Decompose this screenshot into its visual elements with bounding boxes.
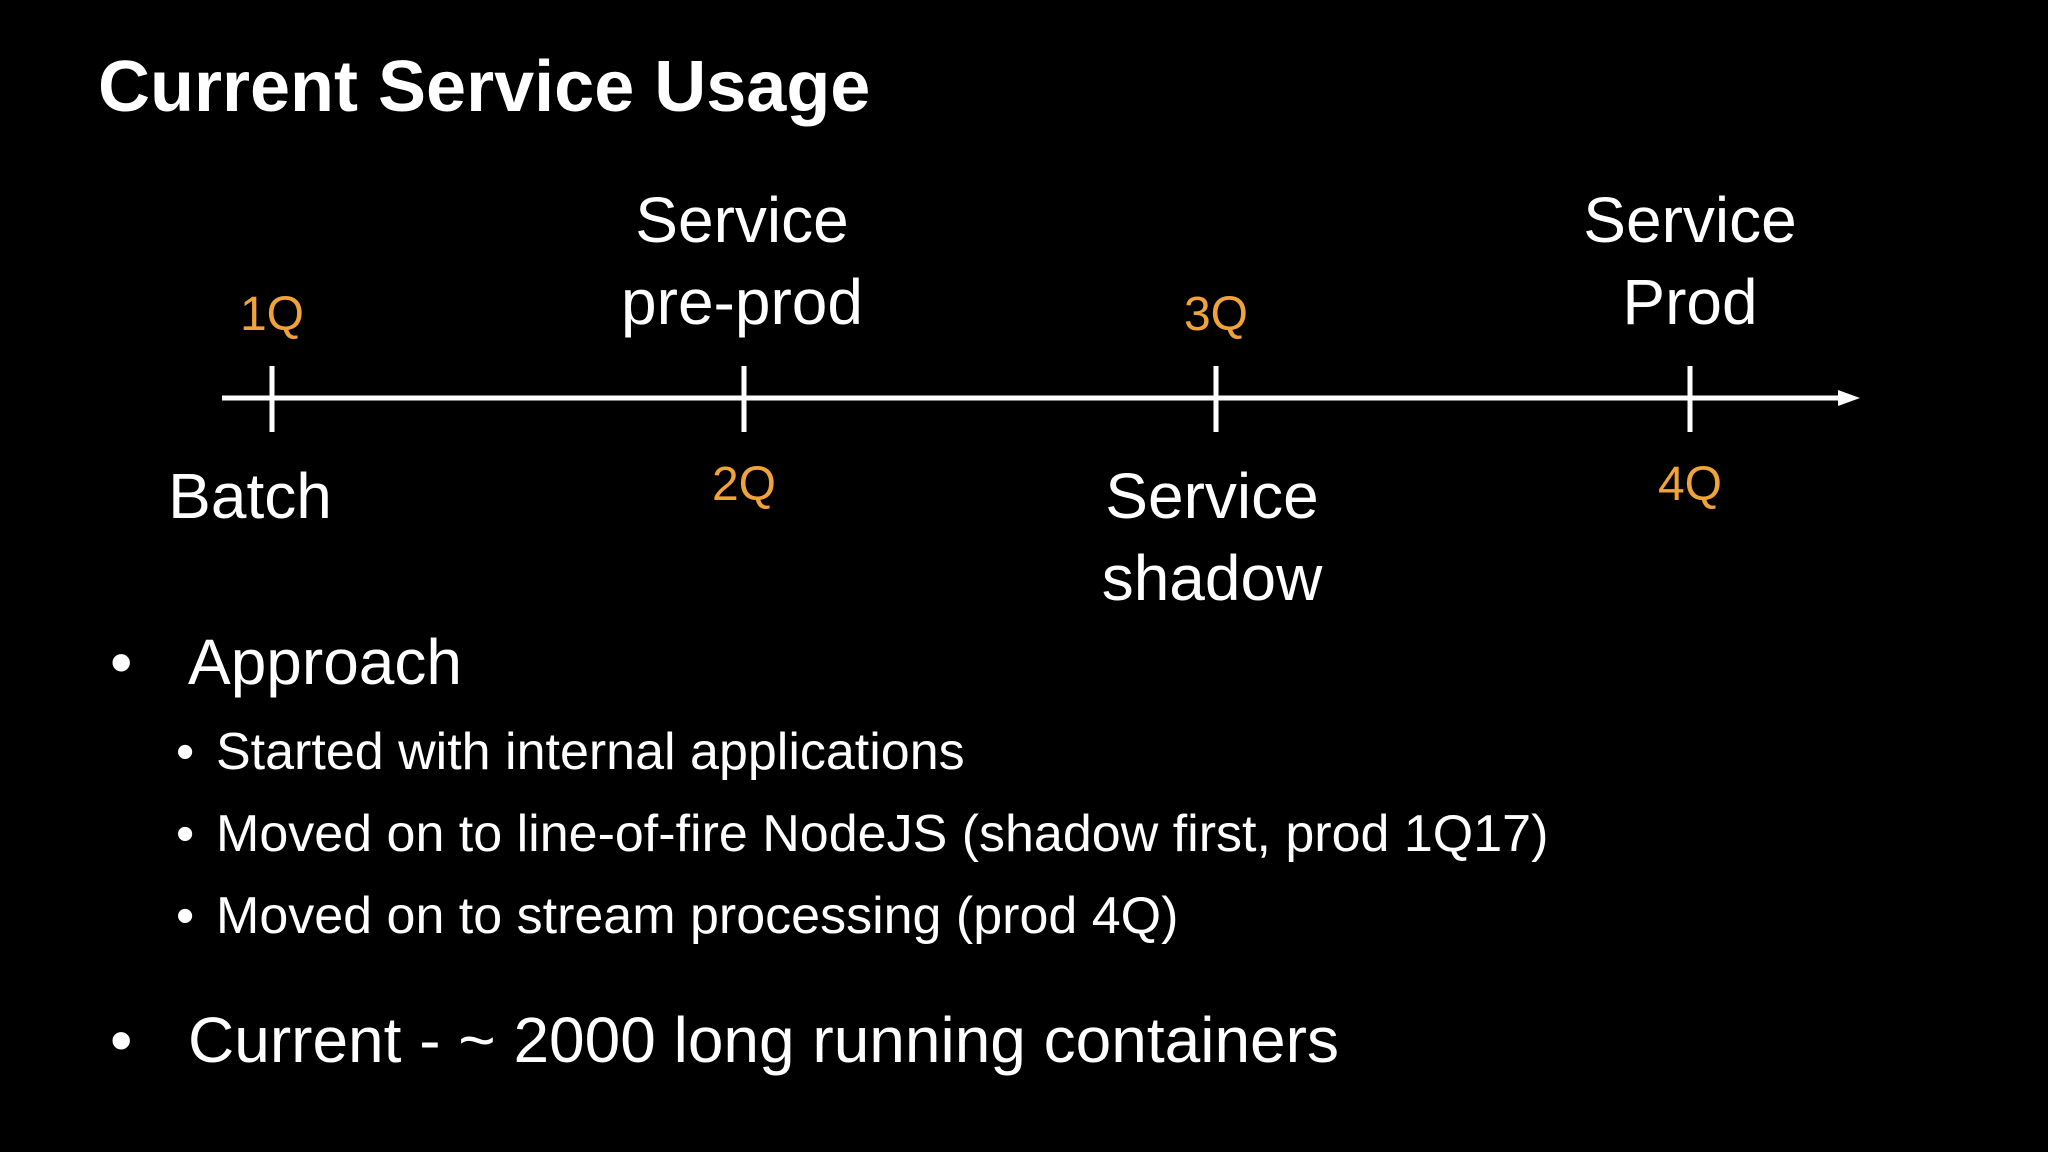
timeline-quarter-label: 4Q	[1658, 458, 1722, 511]
slide-title: Current Service Usage	[98, 47, 871, 127]
timeline-milestone-label: Service	[1105, 460, 1318, 532]
timeline-quarter-label: 1Q	[240, 288, 304, 341]
timeline-milestone-label: Prod	[1622, 266, 1757, 338]
timeline-milestone-label: shadow	[1102, 542, 1323, 614]
bullet-dot: •	[176, 887, 195, 945]
timeline-milestone-label: Service	[1583, 184, 1796, 256]
bullet-dot: •	[176, 723, 195, 781]
timeline-milestone-label: Batch	[168, 460, 332, 532]
timeline-arrowhead	[1838, 390, 1860, 406]
bullet-dot: •	[110, 626, 133, 698]
bullet-dot: •	[110, 1004, 133, 1076]
sub-bullet-text: Started with internal applications	[216, 723, 965, 781]
bullet-current: • Current - ~ 2000 long running container…	[110, 1000, 1339, 1080]
timeline-milestone-label: pre-prod	[621, 266, 863, 338]
sub-bullet: • Moved on to line-of-fire NodeJS (shadow…	[176, 802, 1548, 866]
sub-bullet-text: Moved on to line-of-fire NodeJS (shadow …	[216, 805, 1549, 863]
timeline-quarter-label: 3Q	[1184, 288, 1248, 341]
bullet-dot: •	[176, 805, 195, 863]
sub-bullet: • Started with internal applications	[176, 720, 965, 784]
timeline-milestone-label: Service	[635, 184, 848, 256]
sub-bullet: • Moved on to stream processing (prod 4Q)	[176, 884, 1178, 948]
bullet-approach-label: Approach	[188, 626, 462, 698]
bullet-approach: • Approach	[110, 622, 462, 702]
sub-bullet-text: Moved on to stream processing (prod 4Q)	[216, 887, 1179, 945]
timeline-quarter-label: 2Q	[712, 458, 776, 511]
bullet-current-label: Current - ~ 2000 long running containers	[188, 1004, 1339, 1076]
